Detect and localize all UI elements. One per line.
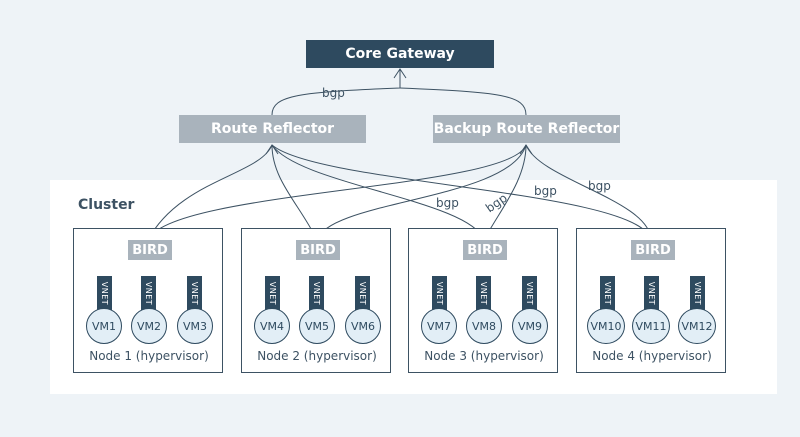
vm-circle: VM8 bbox=[466, 308, 502, 344]
cluster-label: Cluster bbox=[78, 197, 135, 213]
vm-circle: VM6 bbox=[345, 308, 381, 344]
vnet-tag: VNET bbox=[265, 276, 280, 310]
node-label: Node 3 (hypervisor) bbox=[424, 349, 544, 363]
vnet-tag: VNET bbox=[355, 276, 370, 310]
vnet-tag: VNET bbox=[97, 276, 112, 310]
node-4: BIRD VNET VNET VNET VM10 VM11 VM12 Node … bbox=[576, 228, 726, 373]
vm-circle: VM2 bbox=[131, 308, 167, 344]
node-1: BIRD VNET VNET VNET VM1 VM2 VM3 Node 1 (… bbox=[73, 228, 223, 373]
bird-router: BIRD bbox=[128, 240, 172, 260]
vnet-tag: VNET bbox=[690, 276, 705, 310]
route-reflector-box: Route Reflector bbox=[179, 115, 366, 143]
rr-arrow bbox=[265, 144, 279, 155]
node-label: Node 4 (hypervisor) bbox=[592, 349, 712, 363]
vm-circle: VM4 bbox=[254, 308, 290, 344]
backup-route-reflector-box: Backup Route Reflector bbox=[433, 115, 620, 143]
node-label: Node 1 (hypervisor) bbox=[89, 349, 209, 363]
vm-circle: VM7 bbox=[421, 308, 457, 344]
backup-node4-link bbox=[525, 144, 652, 241]
bgp-label-node4-backup: bgp bbox=[588, 179, 611, 193]
vnet-tag: VNET bbox=[476, 276, 491, 310]
rr-node3-link bbox=[271, 144, 485, 241]
bird-router: BIRD bbox=[463, 240, 507, 260]
bird-router: BIRD bbox=[296, 240, 340, 260]
backup-node2-link bbox=[316, 144, 527, 241]
vm-circle: VM1 bbox=[86, 308, 122, 344]
bgp-label-core: bgp bbox=[322, 86, 345, 100]
vnet-tag: VNET bbox=[600, 276, 615, 310]
node-2: BIRD VNET VNET VNET VM4 VM5 VM6 Node 2 (… bbox=[241, 228, 391, 373]
vnet-tag: VNET bbox=[644, 276, 659, 310]
bgp-label-node4: bgp bbox=[534, 184, 557, 198]
vm-circle: VM9 bbox=[512, 308, 548, 344]
vnet-tag: VNET bbox=[309, 276, 324, 310]
vm-circle: VM10 bbox=[587, 308, 625, 344]
rr-node2-link bbox=[271, 144, 318, 241]
vm-circle: VM12 bbox=[678, 308, 716, 344]
bgp-link-rr-core bbox=[271, 69, 401, 116]
rr-node1-link bbox=[147, 144, 273, 241]
vnet-tag: VNET bbox=[432, 276, 447, 310]
vm-circle: VM3 bbox=[177, 308, 213, 344]
backup-node1-link bbox=[147, 144, 527, 241]
bgp-link-backup-core bbox=[399, 87, 527, 116]
node-label: Node 2 (hypervisor) bbox=[257, 349, 377, 363]
core-gateway-box: Core Gateway bbox=[306, 40, 494, 68]
bgp-label-node3: bgp bbox=[436, 196, 459, 210]
core-arrow bbox=[393, 68, 407, 79]
vnet-tag: VNET bbox=[141, 276, 156, 310]
rr-node4-link bbox=[271, 144, 652, 241]
vnet-tag: VNET bbox=[187, 276, 202, 310]
vm-circle: VM11 bbox=[632, 308, 670, 344]
backup-arrow bbox=[519, 144, 533, 155]
bird-router: BIRD bbox=[631, 240, 675, 260]
node-3: BIRD VNET VNET VNET VM7 VM8 VM9 Node 3 (… bbox=[408, 228, 558, 373]
vm-circle: VM5 bbox=[299, 308, 335, 344]
vnet-tag: VNET bbox=[522, 276, 537, 310]
